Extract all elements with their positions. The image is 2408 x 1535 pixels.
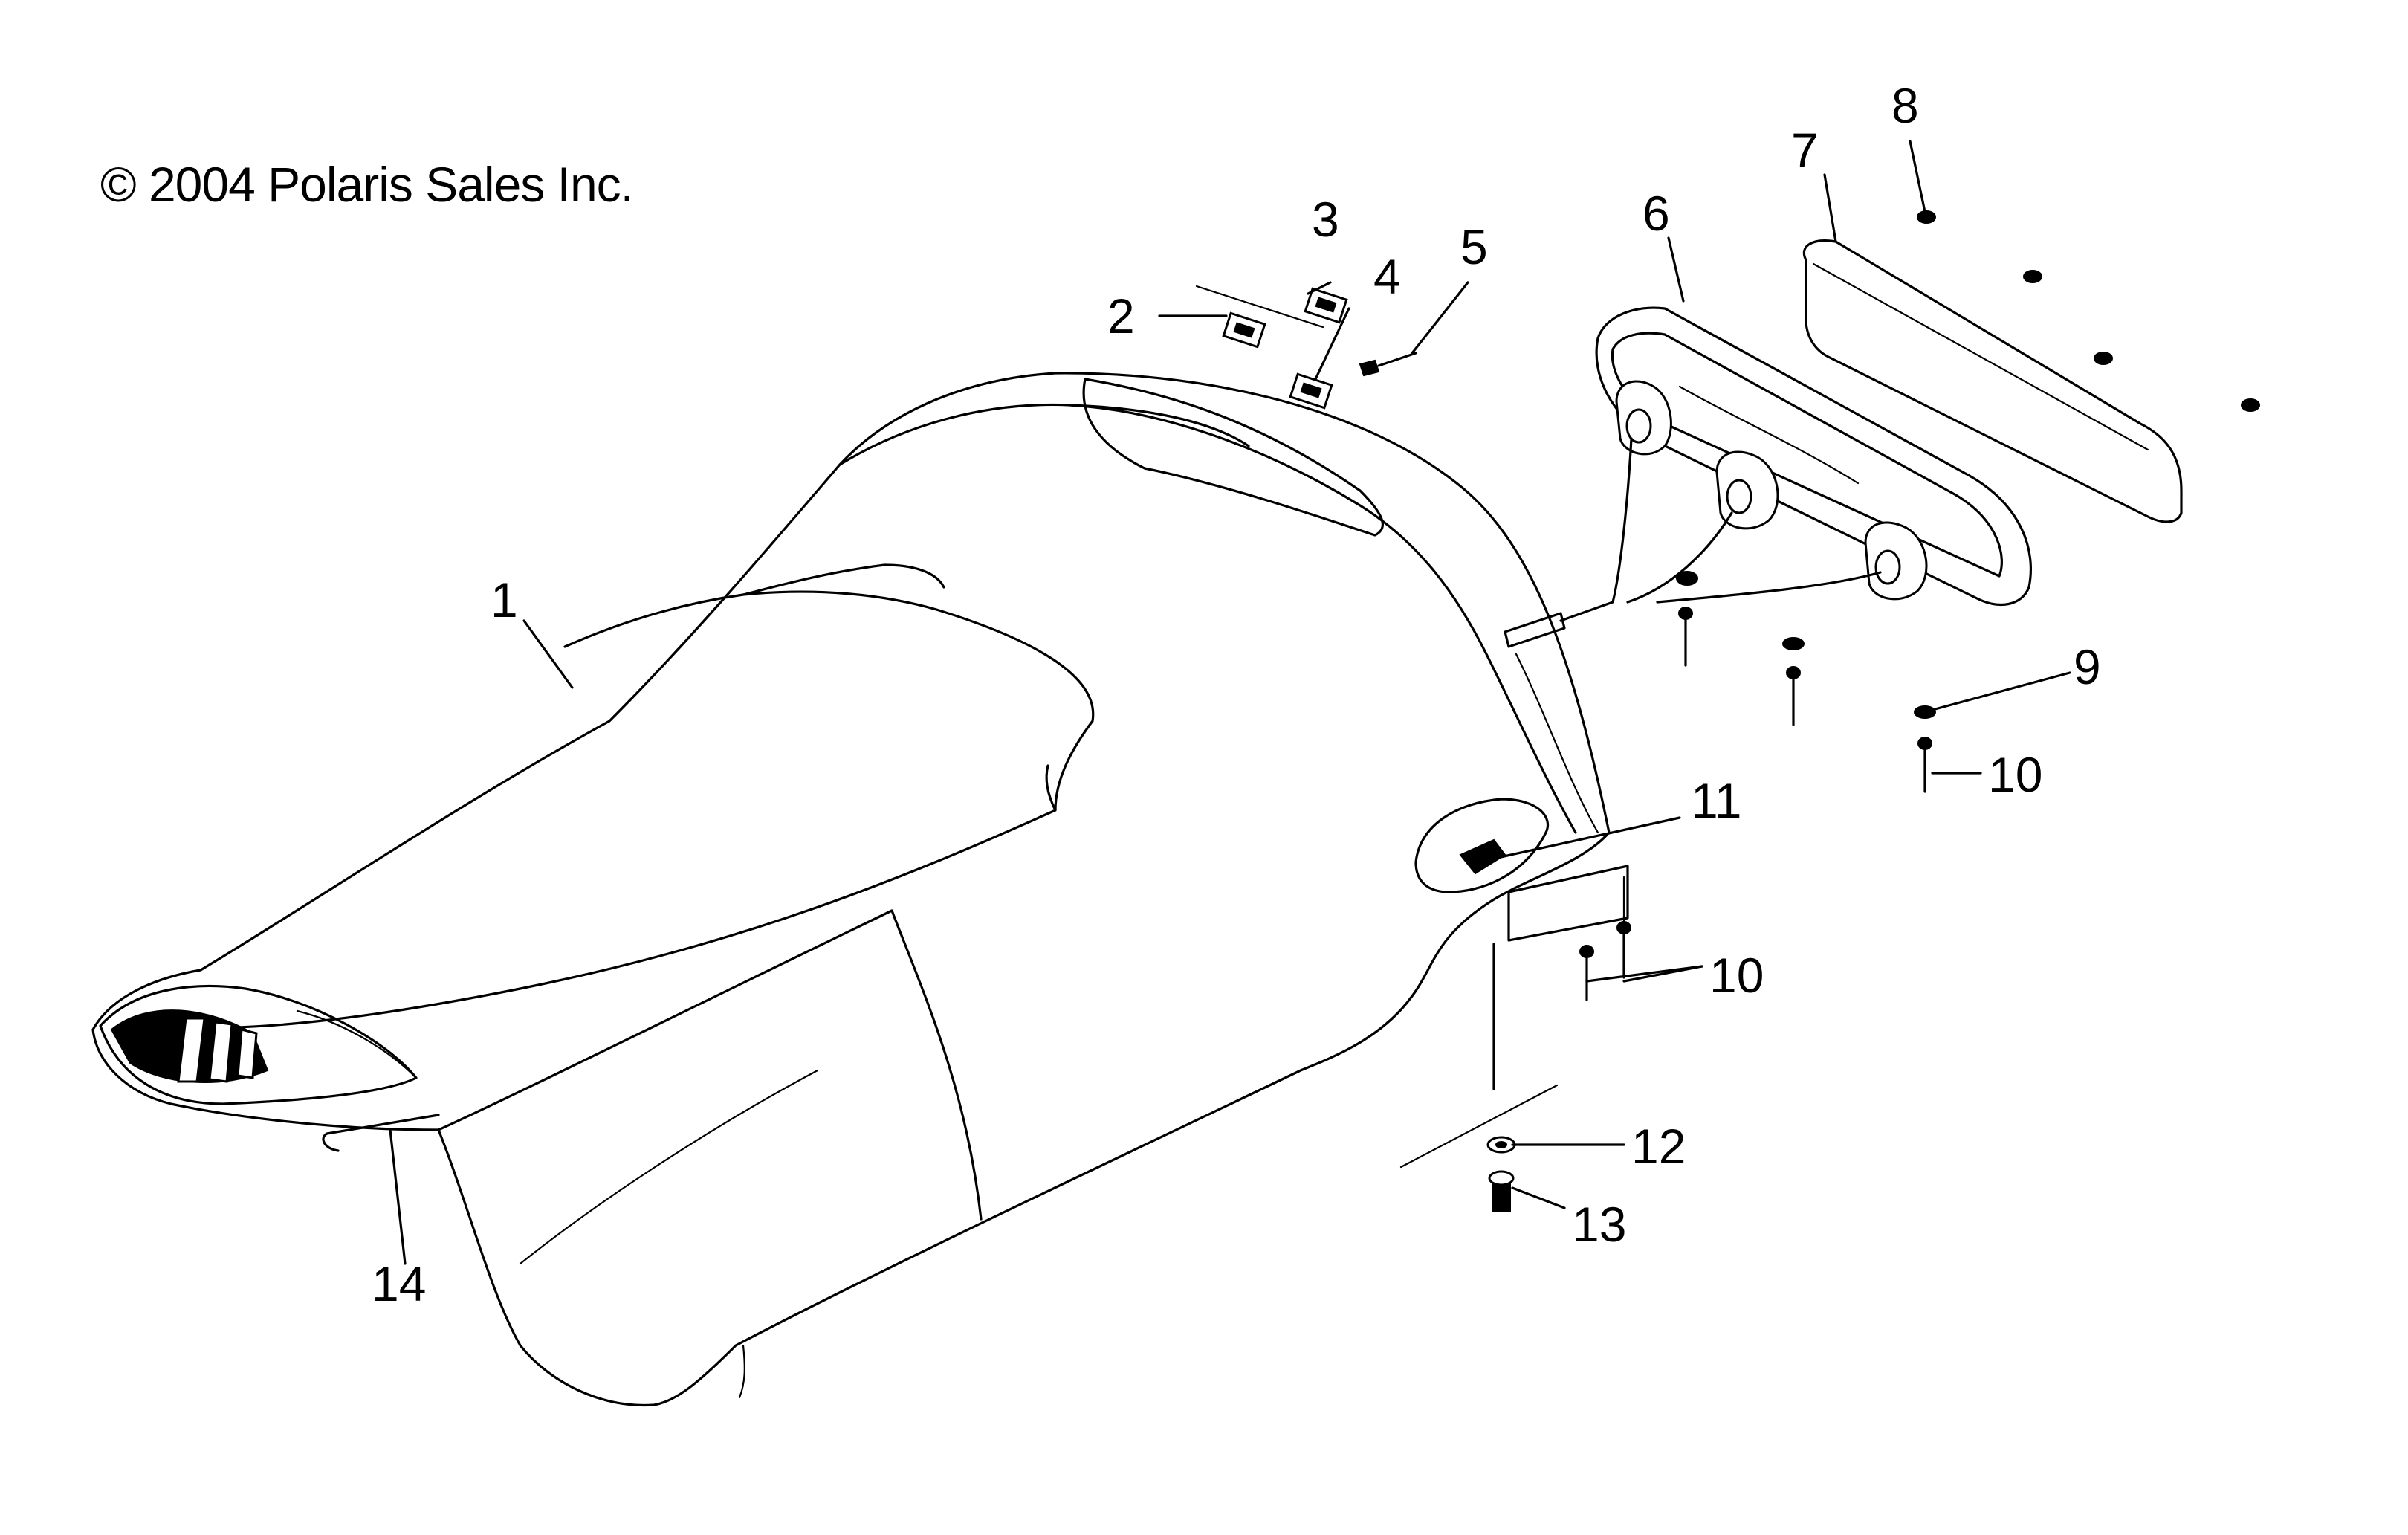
seat-side-contour: [519, 1069, 819, 1265]
leader-7: [1823, 173, 1837, 243]
leader-10b-2: [1585, 965, 1703, 983]
lamp-right: [1864, 521, 1928, 601]
bolt-part-10-head: [1616, 921, 1631, 934]
screw-part-8: [1917, 210, 1936, 224]
seat-lower-edge: [437, 909, 893, 1131]
decal-part-3-mark: [1315, 297, 1337, 313]
taillight-outer-frame: [1595, 306, 2032, 606]
callout-11: 11: [1691, 773, 1742, 828]
seat-handle-rim: [296, 1009, 418, 1079]
seat-handle-rib: [208, 1021, 233, 1083]
wire-harness-left: [1559, 437, 1633, 622]
callout-2: 2: [1107, 288, 1135, 343]
lens-screws: [1917, 210, 2260, 412]
callout-5: 5: [1460, 219, 1488, 274]
seat-handle-rib: [236, 1028, 258, 1079]
screw-part-5-shaft: [1377, 352, 1417, 367]
lamp-middle: [1715, 450, 1779, 530]
leader-14: [389, 1128, 407, 1265]
screw-part-5: [1359, 359, 1380, 377]
mount-plane-line: [1399, 1084, 1559, 1169]
leader-lines: [389, 140, 2071, 1265]
callout-13: 13: [1572, 1197, 1626, 1252]
screw-part-8: [2094, 352, 2113, 365]
callout-7: 7: [1791, 123, 1819, 178]
nut-part-9: [1914, 705, 1936, 719]
screw-part-8: [2023, 270, 2042, 283]
taillight-rib: [1678, 385, 1860, 485]
decal-part-2-mark: [1233, 322, 1255, 338]
leader-8: [1909, 140, 1926, 213]
wire-harness-right: [1656, 571, 1882, 604]
bolt-part-10-head: [1579, 945, 1594, 958]
seat-front-notch: [738, 1344, 745, 1399]
decal-guide-line: [1195, 285, 1324, 329]
seat-rear-hump-line: [838, 403, 1577, 834]
seat-cushion-top-seam: [742, 563, 945, 596]
taillight-housing: [1504, 306, 2032, 648]
seat-rear-plate: [1507, 865, 1629, 942]
callout-8: 8: [1891, 78, 1919, 133]
seat-cushion-outline: [169, 590, 1095, 1030]
seat-assembly: [91, 372, 1629, 1407]
seat-rear-trim: [1515, 653, 1599, 834]
strap-part-14: [326, 1114, 440, 1135]
taillight-lens: [1802, 239, 2183, 523]
callout-9: 9: [2074, 639, 2101, 694]
callout-1: 1: [491, 572, 518, 627]
callout-10-upper: 10: [1988, 747, 2042, 802]
seat-side-seam: [890, 909, 983, 1221]
callout-10-lower: 10: [1709, 948, 1764, 1003]
leader-11: [1492, 816, 1681, 860]
wire-connector: [1504, 612, 1566, 648]
screw-part-8: [2241, 398, 2260, 412]
taillight-inner-frame: [1611, 332, 2003, 578]
leader-13: [1511, 1186, 1566, 1209]
washer-part-12-hole: [1495, 1141, 1507, 1148]
nut-part-9: [1782, 637, 1805, 650]
seat-outline: [91, 372, 1611, 1407]
lamp-left: [1615, 380, 1672, 456]
lens-outline: [1802, 239, 2183, 523]
callout-4: 4: [1373, 249, 1401, 304]
decal-set: [1195, 285, 1417, 410]
callout-3: 3: [1312, 192, 1339, 247]
seat-rear-panel: [1082, 378, 1384, 537]
seat-handle-rib: [177, 1017, 206, 1083]
leader-3: [1307, 281, 1332, 295]
leader-5: [1411, 281, 1469, 355]
leader-9: [1931, 671, 2071, 711]
seat-hump-crease: [1069, 404, 1250, 447]
seat-cushion-tab: [1045, 764, 1057, 812]
decal-part-4-mark: [1300, 382, 1322, 398]
harness-clip: [1676, 571, 1698, 586]
bolt-part-10-head: [1786, 666, 1801, 679]
callout-labels: 1 2 3 4 5 6 7 8 9 10 10 11 12 13 14: [372, 78, 2101, 1311]
leader-4: [1314, 307, 1350, 381]
strap-part-14-hook: [322, 1132, 340, 1152]
lens-top-edge: [1812, 262, 2149, 451]
seat-latch-pocket: [1414, 798, 1550, 893]
bolt-part-13-head: [1488, 1170, 1515, 1186]
fasteners: [322, 607, 1936, 1212]
wire-harness-middle: [1626, 511, 1733, 604]
copyright-notice: © 2004 Polaris Sales Inc.: [100, 157, 634, 212]
seat-latch-icon: [1459, 838, 1506, 875]
leader-1: [522, 619, 574, 689]
callout-12: 12: [1631, 1119, 1686, 1174]
callout-6: 6: [1642, 186, 1670, 241]
leader-6: [1667, 236, 1685, 303]
bolt-part-10-head: [1678, 607, 1693, 620]
callout-14: 14: [372, 1256, 426, 1311]
bolt-part-10-head: [1917, 737, 1932, 750]
